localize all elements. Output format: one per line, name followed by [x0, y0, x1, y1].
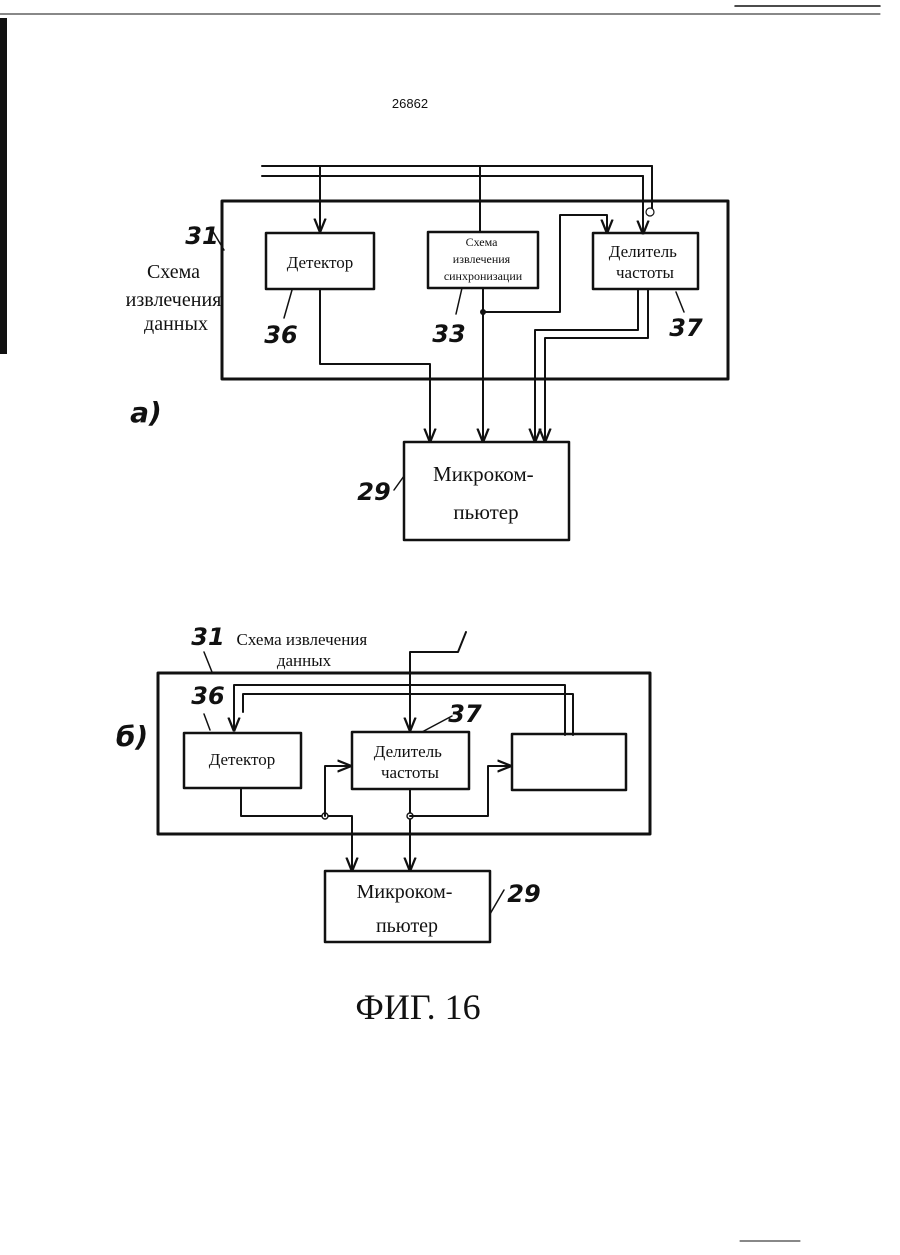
divider-label-a-line2: частоты	[616, 263, 675, 282]
data-extraction-label-a-line3: данных	[144, 313, 208, 335]
ref-31-b: 31	[191, 623, 224, 651]
diagram-b: 31 Схема извлечения данных Детектор 36 Д…	[116, 623, 650, 942]
data-extraction-label-b-line1: Схема извлечения	[237, 630, 368, 649]
detector-to-micro-arrow	[320, 289, 430, 441]
ref-36-b: 36	[191, 682, 224, 710]
detector-to-divider-arrow-b	[325, 766, 350, 816]
microcomputer-label-b-line1: Микроком-	[357, 881, 453, 903]
microcomputer-label-b: Микроком- пьютер	[357, 881, 458, 937]
divider-label-b: Делитель частоты	[374, 742, 446, 782]
ref-29-b: 29	[507, 880, 540, 908]
ref-36-a: 36	[264, 321, 297, 349]
ref-37-a: 37	[669, 314, 703, 342]
ref-29-a-leader	[394, 476, 404, 490]
data-extraction-label-b: Схема извлечения данных	[237, 630, 372, 670]
figure-caption: ФИГ. 16	[355, 987, 480, 1027]
data-extraction-label-b-line2: данных	[277, 651, 332, 670]
ref-37-b: 37	[448, 700, 482, 728]
left-edge-bar	[0, 18, 7, 354]
ref-36-a-leader	[284, 290, 292, 318]
divider-label-b-line1: Делитель	[374, 742, 442, 761]
detector-to-micro-arrow-b	[241, 788, 352, 870]
detector-label-a: Детектор	[287, 253, 354, 272]
ref-37-a-leader	[676, 292, 684, 312]
microcomputer-label-b-line2: пьютер	[376, 915, 438, 937]
page-number: 26862	[392, 96, 428, 111]
feedback-bus-b-2	[243, 694, 573, 735]
sync-label-a-line3: синхронизации	[444, 269, 523, 283]
microcomputer-label-a-line2: пьютер	[453, 500, 518, 524]
data-extraction-label-a-line1: Схема	[147, 261, 200, 283]
bus-junction-dot	[646, 208, 654, 216]
divider-label-b-line2: частоты	[381, 763, 440, 782]
microcomputer-label-a: Микроком- пьютер	[433, 462, 539, 524]
unlabeled-box-b	[512, 734, 626, 790]
divider-label-a-line1: Делитель	[609, 242, 677, 261]
data-extraction-label-a-line2: извлечения	[126, 289, 222, 311]
microcomputer-label-a-line1: Микроком-	[433, 462, 534, 486]
ref-31-b-leader	[204, 652, 212, 672]
ref-29-a: 29	[357, 478, 390, 506]
data-extraction-label-a: Схема извлечения данных	[126, 261, 227, 335]
diagram-b-label: б)	[116, 720, 148, 753]
ref-33-a: 33	[432, 320, 465, 348]
microcomputer-box-a	[404, 442, 569, 540]
sync-label-a-line1: Схема	[466, 235, 499, 249]
ref-33-a-leader	[456, 288, 462, 314]
diagram-a: Схема извлечения данных 31 Детектор 36 С…	[126, 166, 728, 540]
ref-36-b-leader	[204, 714, 210, 730]
detector-label-b: Детектор	[209, 750, 276, 769]
diagram-a-label: a)	[130, 396, 162, 429]
ref-31-a: 31	[185, 222, 218, 250]
sync-label-a-line2: извлечения	[453, 252, 511, 266]
ref-29-b-leader	[490, 890, 504, 914]
divider-label-a: Делитель частоты	[609, 242, 681, 282]
sync-label-a: Схема извлечения синхронизации	[444, 235, 523, 283]
feedback-bus-b-1	[234, 685, 565, 735]
